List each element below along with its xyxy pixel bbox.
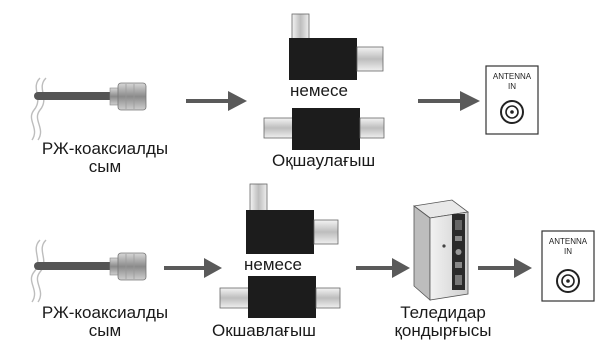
- angled-isolator-icon: [289, 13, 384, 80]
- antenna-label-line2: IN: [564, 247, 572, 256]
- arrow-icon: [478, 258, 532, 278]
- angled-isolator-icon: [246, 183, 339, 254]
- or-text: немесе: [290, 81, 348, 100]
- coaxial-cable-label: РЖ-коаксиалды сым: [20, 140, 190, 176]
- straight-isolator-icon: [263, 108, 385, 150]
- set-top-box-label: Теледидар қондырғысы: [388, 304, 498, 340]
- coaxial-cable-label-line2: сым: [88, 321, 122, 340]
- arrow-icon: [418, 91, 480, 111]
- coaxial-cable-icon: [30, 77, 147, 141]
- set-top-box-label-line1: Теледидар: [400, 303, 486, 322]
- antenna-label-line2: IN: [508, 82, 516, 91]
- arrow-icon: [164, 258, 222, 278]
- antenna-label-line1: ANTENNA: [493, 72, 532, 81]
- set-top-box-icon: [413, 199, 469, 301]
- coaxial-cable-icon: [30, 239, 147, 303]
- coaxial-cable-label-line2: сым: [88, 157, 122, 176]
- antenna-in-jack-icon: [541, 230, 595, 302]
- coaxial-cable-label-line1: РЖ-коаксиалды: [41, 303, 169, 322]
- antenna-label-line1: ANTENNA: [549, 237, 588, 246]
- isolator-label: Окшавлағыш: [212, 321, 316, 340]
- antenna-in-jack-icon: [485, 65, 539, 135]
- coaxial-cable-label: РЖ-коаксиалды сым: [20, 304, 190, 340]
- or-text: немесе: [244, 255, 302, 274]
- straight-isolator-icon: [219, 276, 341, 318]
- arrow-icon: [356, 258, 410, 278]
- set-top-box-label-line2: қондырғысы: [394, 321, 492, 340]
- coaxial-cable-label-line1: РЖ-коаксиалды: [41, 139, 169, 158]
- arrow-icon: [186, 91, 247, 111]
- isolator-label: Оқшаулағыш: [272, 151, 376, 170]
